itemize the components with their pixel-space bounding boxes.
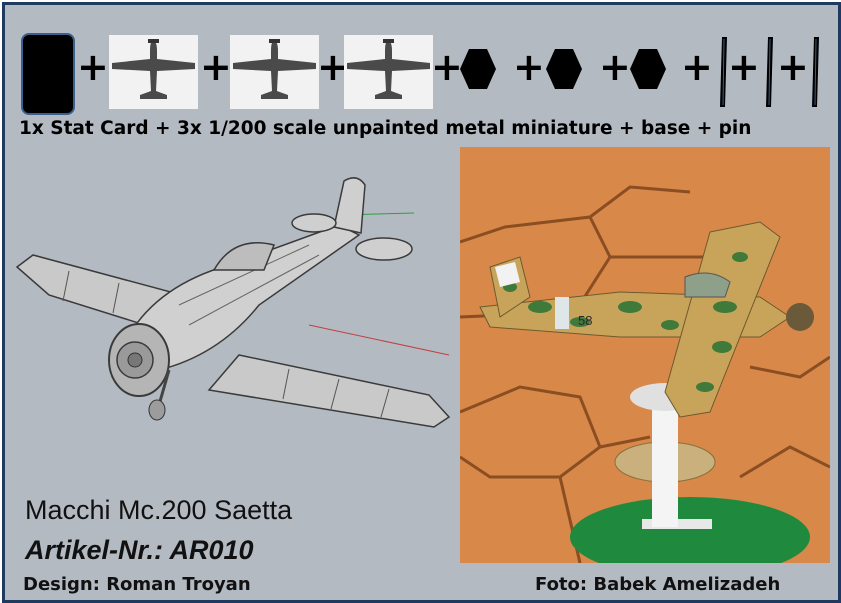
- plus-sign: +: [200, 45, 232, 89]
- plus-sign: +: [77, 45, 109, 89]
- plus-sign: +: [317, 45, 349, 89]
- plane-silhouette-icon: [230, 35, 319, 109]
- photo-credit: Foto: Babek Amelizadeh: [535, 574, 781, 595]
- pin-icon: [720, 37, 727, 107]
- plus-sign: +: [599, 45, 631, 89]
- plus-sign: +: [681, 45, 713, 89]
- pin-icon: [812, 37, 819, 107]
- plane-silhouette-icon: [109, 35, 198, 109]
- plus-sign: +: [513, 45, 545, 89]
- painted-miniature-photo: 58: [460, 147, 830, 563]
- stat-card-icon: [21, 33, 75, 115]
- article-number: Artikel-Nr.: AR010: [25, 535, 254, 565]
- product-title: Macchi Mc.200 Saetta: [25, 495, 293, 525]
- plus-sign: +: [431, 45, 463, 89]
- hexagon-base-icon: [630, 49, 666, 89]
- aircraft-marking: 58: [578, 313, 592, 328]
- hexagon-base-icon: [546, 49, 582, 89]
- plane-silhouette-icon: [344, 35, 433, 109]
- pin-icon: [766, 37, 773, 107]
- aircraft-3d-render: [15, 177, 451, 428]
- plus-sign: +: [728, 45, 760, 89]
- plus-sign: +: [777, 45, 809, 89]
- contents-caption: 1x Stat Card + 3x 1/200 scale unpainted …: [19, 118, 752, 139]
- design-credit: Design: Roman Troyan: [23, 574, 251, 595]
- hexagon-base-icon: [460, 49, 496, 89]
- contents-row: + + + + +: [17, 29, 832, 115]
